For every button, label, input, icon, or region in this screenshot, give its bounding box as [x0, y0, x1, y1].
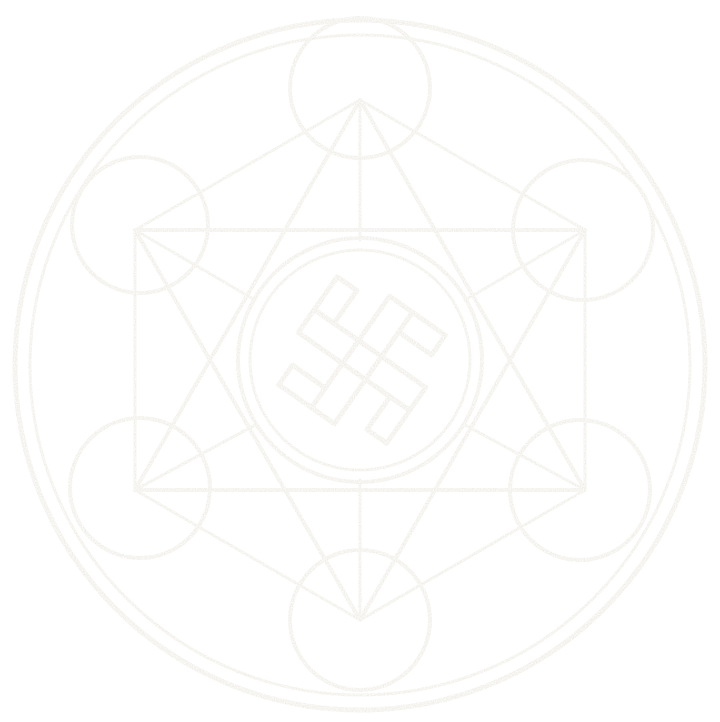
- emblem-lines: [12, 16, 708, 713]
- spoke-upper-right: [463, 228, 587, 302]
- spoke-upper-left: [133, 228, 257, 302]
- outer-ring-inner: [28, 33, 692, 697]
- spoke-lower-left: [133, 423, 257, 492]
- center-ring-outer: [236, 236, 484, 484]
- center-ring-inner: [248, 248, 472, 472]
- center-glyph-icon: [276, 274, 448, 446]
- spoke-lower-right: [463, 423, 587, 492]
- satellite-circle-upper-left: [70, 155, 210, 295]
